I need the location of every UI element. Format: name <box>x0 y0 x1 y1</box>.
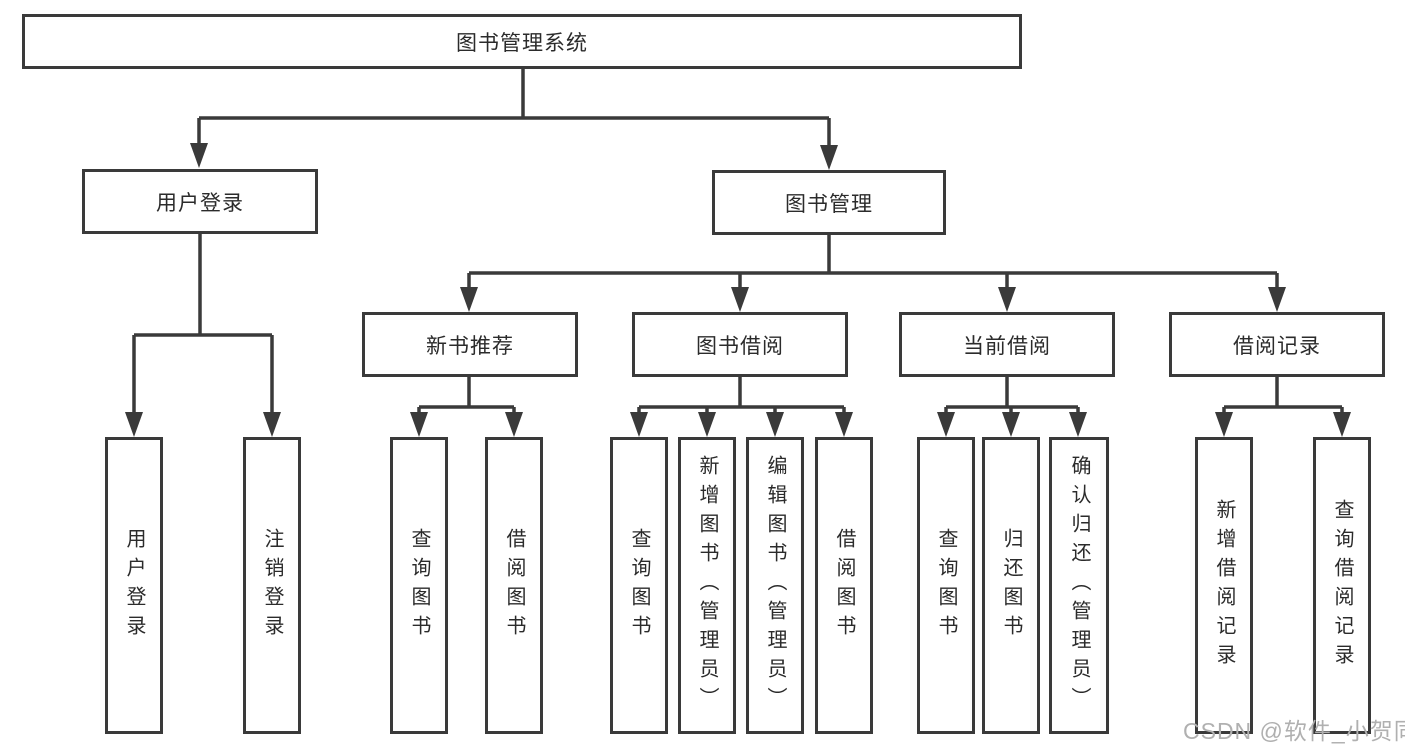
leaf-query-books-current-label: 查询图书 <box>935 527 957 644</box>
node-user-login-label: 用户登录 <box>156 191 244 215</box>
connector-root <box>197 69 831 148</box>
leaf-add-book-admin: 新增图书（管理员） <box>678 437 736 734</box>
leaf-borrow-books-recommend: 借阅图书 <box>485 437 543 734</box>
csdn-watermark: CSDN @软件_小贺同学 <box>1183 718 1405 744</box>
arrowheads <box>125 143 1351 437</box>
connector-current-borrow <box>944 377 1080 414</box>
connector-book-management <box>467 235 1279 289</box>
leaf-confirm-return-admin: 确认归还（管理员） <box>1049 437 1109 734</box>
leaf-add-book-admin-label: 新增图书（管理员） <box>696 455 718 716</box>
node-borrow-records-label: 借阅记录 <box>1233 334 1321 358</box>
leaf-query-books-borrow-label: 查询图书 <box>628 527 650 644</box>
leaf-add-borrow-record: 新增借阅记录 <box>1195 437 1253 734</box>
node-book-borrow-label: 图书借阅 <box>696 334 784 358</box>
leaf-query-books-recommend-label: 查询图书 <box>408 527 430 644</box>
node-user-login: 用户登录 <box>82 169 318 234</box>
node-book-management-label: 图书管理 <box>785 192 873 216</box>
connector-user-login <box>132 234 274 414</box>
node-book-borrow: 图书借阅 <box>632 312 848 377</box>
node-current-borrow: 当前借阅 <box>899 312 1115 377</box>
leaf-logout-label: 注销登录 <box>261 527 283 644</box>
leaf-logout: 注销登录 <box>243 437 301 734</box>
node-new-book-recommend-label: 新书推荐 <box>426 334 514 358</box>
leaf-user-login: 用户登录 <box>105 437 163 734</box>
leaf-confirm-return-admin-label: 确认归还（管理员） <box>1068 455 1090 716</box>
leaf-query-borrow-record-label: 查询借阅记录 <box>1331 498 1353 673</box>
leaf-borrow-books-label: 借阅图书 <box>833 527 855 644</box>
leaf-user-login-label: 用户登录 <box>123 527 145 644</box>
node-new-book-recommend: 新书推荐 <box>362 312 578 377</box>
leaf-add-borrow-record-label: 新增借阅记录 <box>1213 498 1235 673</box>
node-current-borrow-label: 当前借阅 <box>963 334 1051 358</box>
node-book-management: 图书管理 <box>712 170 946 235</box>
leaf-borrow-books: 借阅图书 <box>815 437 873 734</box>
leaf-return-books-label: 归还图书 <box>1000 527 1022 644</box>
leaf-return-books: 归还图书 <box>982 437 1040 734</box>
leaf-query-borrow-record: 查询借阅记录 <box>1313 437 1371 734</box>
leaf-query-books-current: 查询图书 <box>917 437 975 734</box>
node-root: 图书管理系统 <box>22 14 1022 69</box>
leaf-borrow-books-recommend-label: 借阅图书 <box>503 527 525 644</box>
leaf-query-books-borrow: 查询图书 <box>610 437 668 734</box>
leaf-query-books-recommend: 查询图书 <box>390 437 448 734</box>
connector-borrow-records <box>1222 377 1344 414</box>
leaf-edit-book-admin-label: 编辑图书（管理员） <box>764 455 786 716</box>
connector-new-book-recommend <box>417 377 516 414</box>
node-root-label: 图书管理系统 <box>456 31 588 55</box>
connector-book-borrow <box>637 377 846 414</box>
leaf-edit-book-admin: 编辑图书（管理员） <box>746 437 804 734</box>
node-borrow-records: 借阅记录 <box>1169 312 1385 377</box>
